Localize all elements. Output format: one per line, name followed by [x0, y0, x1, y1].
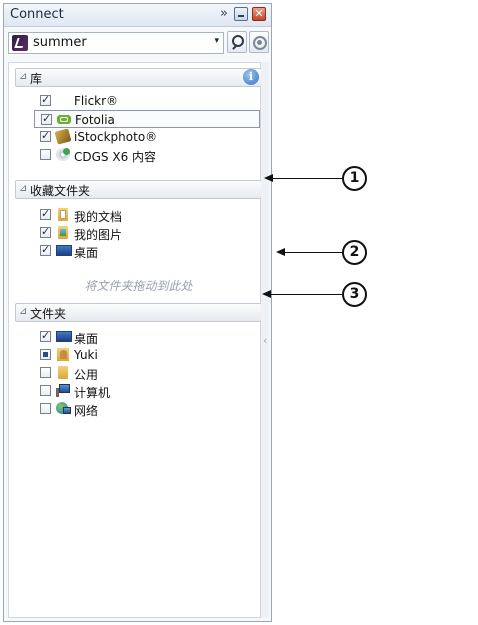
item-label: iStockphoto®: [74, 130, 158, 144]
coreldraw-icon: [12, 35, 28, 51]
network-icon: [56, 402, 71, 414]
checkbox[interactable]: [40, 329, 51, 342]
folder-item-network[interactable]: 网络: [36, 400, 260, 418]
disc-icon: [56, 148, 70, 161]
search-input-value[interactable]: summer: [33, 35, 87, 50]
item-label: 桌面: [74, 246, 99, 260]
desktop-icon: [56, 331, 72, 342]
checkbox[interactable]: [40, 349, 51, 360]
folder-item-yuki[interactable]: Yuki: [36, 346, 260, 364]
item-label: CDGS X6 内容: [74, 150, 157, 164]
more-options-icon[interactable]: »: [220, 6, 228, 21]
checkbox[interactable]: [40, 207, 51, 220]
advanced-search-button[interactable]: [249, 31, 269, 53]
pictures-folder-icon: [58, 226, 68, 239]
callout-arrow-line: [284, 252, 342, 253]
callout-number-1: 1: [342, 166, 367, 191]
title-bar: Connect » ✕: [4, 4, 271, 27]
search-combo-box[interactable]: summer ▾: [8, 32, 224, 54]
favorite-item-documents[interactable]: 我的文档: [36, 206, 260, 224]
vertical-scrollbar[interactable]: [261, 62, 269, 618]
collapse-icon[interactable]: ⊿: [19, 306, 28, 317]
callout-arrow-line: [270, 294, 342, 295]
item-label: 计算机: [74, 386, 111, 400]
callout-arrow-line: [272, 178, 342, 179]
library-item-istockphoto[interactable]: iStockphoto®: [36, 128, 260, 146]
checkbox[interactable]: [40, 129, 51, 142]
user-folder-icon: [57, 348, 69, 361]
item-label: 我的文档: [74, 210, 123, 224]
callout-arrow-head: [262, 290, 271, 298]
folder-item-desktop[interactable]: 桌面: [36, 328, 260, 346]
section-header-folders[interactable]: ⊿ 文件夹: [15, 303, 262, 322]
checkbox[interactable]: [40, 149, 51, 160]
search-button[interactable]: [227, 31, 247, 53]
section-label: 库: [30, 72, 43, 86]
item-label: 桌面: [74, 332, 99, 346]
library-item-flickr[interactable]: Flickr®: [36, 92, 260, 110]
section-label: 收藏文件夹: [30, 184, 91, 198]
info-icon[interactable]: i: [243, 69, 259, 85]
istockphoto-icon: [54, 128, 72, 145]
minimize-button[interactable]: [234, 7, 248, 21]
item-label: Yuki: [74, 348, 98, 362]
checkbox[interactable]: [40, 403, 51, 414]
callout-arrow-head: [276, 248, 285, 256]
item-label: 我的图片: [74, 228, 123, 242]
callout-number-3: 3: [342, 282, 367, 307]
connect-panel: Connect » ✕ summer ▾ ⊿ 库 i Flickr® Fotol…: [3, 3, 272, 622]
chevron-down-icon[interactable]: ▾: [214, 36, 219, 46]
checkbox[interactable]: [40, 225, 51, 238]
panel-title: Connect: [10, 7, 64, 22]
computer-icon: [56, 384, 71, 397]
collapse-icon[interactable]: ⊿: [19, 71, 28, 82]
checkbox[interactable]: [40, 243, 51, 256]
item-label: Flickr®: [74, 94, 119, 108]
folder-icon: [58, 366, 68, 379]
collapse-icon[interactable]: ⊿: [19, 183, 28, 194]
search-bar: summer ▾: [8, 31, 269, 57]
splitter-grip-icon[interactable]: ‹: [263, 334, 268, 347]
folder-item-computer[interactable]: 计算机: [36, 382, 260, 400]
checkbox[interactable]: [40, 367, 51, 378]
item-label: Fotolia: [75, 113, 115, 127]
section-label: 文件夹: [30, 307, 67, 321]
callout-arrow-head: [264, 174, 273, 182]
documents-folder-icon: [58, 208, 68, 221]
item-label: 网络: [74, 404, 99, 418]
folder-item-public[interactable]: 公用: [36, 364, 260, 382]
close-button[interactable]: ✕: [252, 7, 266, 21]
checkbox[interactable]: [41, 112, 52, 125]
section-header-favorite-folders[interactable]: ⊿ 收藏文件夹: [15, 180, 262, 199]
desktop-icon: [56, 245, 72, 256]
library-item-cdgs[interactable]: CDGS X6 内容: [36, 146, 260, 164]
item-label: 公用: [74, 368, 99, 382]
checkbox[interactable]: [40, 93, 51, 106]
checkbox[interactable]: [40, 385, 51, 396]
favorite-item-desktop[interactable]: 桌面: [36, 242, 260, 260]
content-pane: ⊿ 库 i Flickr® Fotolia iStockphoto® CDGS …: [8, 62, 262, 618]
library-item-fotolia[interactable]: Fotolia: [34, 110, 260, 128]
drop-hint-text: 将文件夹拖动到此处: [84, 279, 193, 293]
section-header-library[interactable]: ⊿ 库 i: [15, 68, 262, 87]
callout-number-2: 2: [342, 240, 367, 265]
fotolia-icon: [57, 115, 71, 124]
favorite-item-pictures[interactable]: 我的图片: [36, 224, 260, 242]
